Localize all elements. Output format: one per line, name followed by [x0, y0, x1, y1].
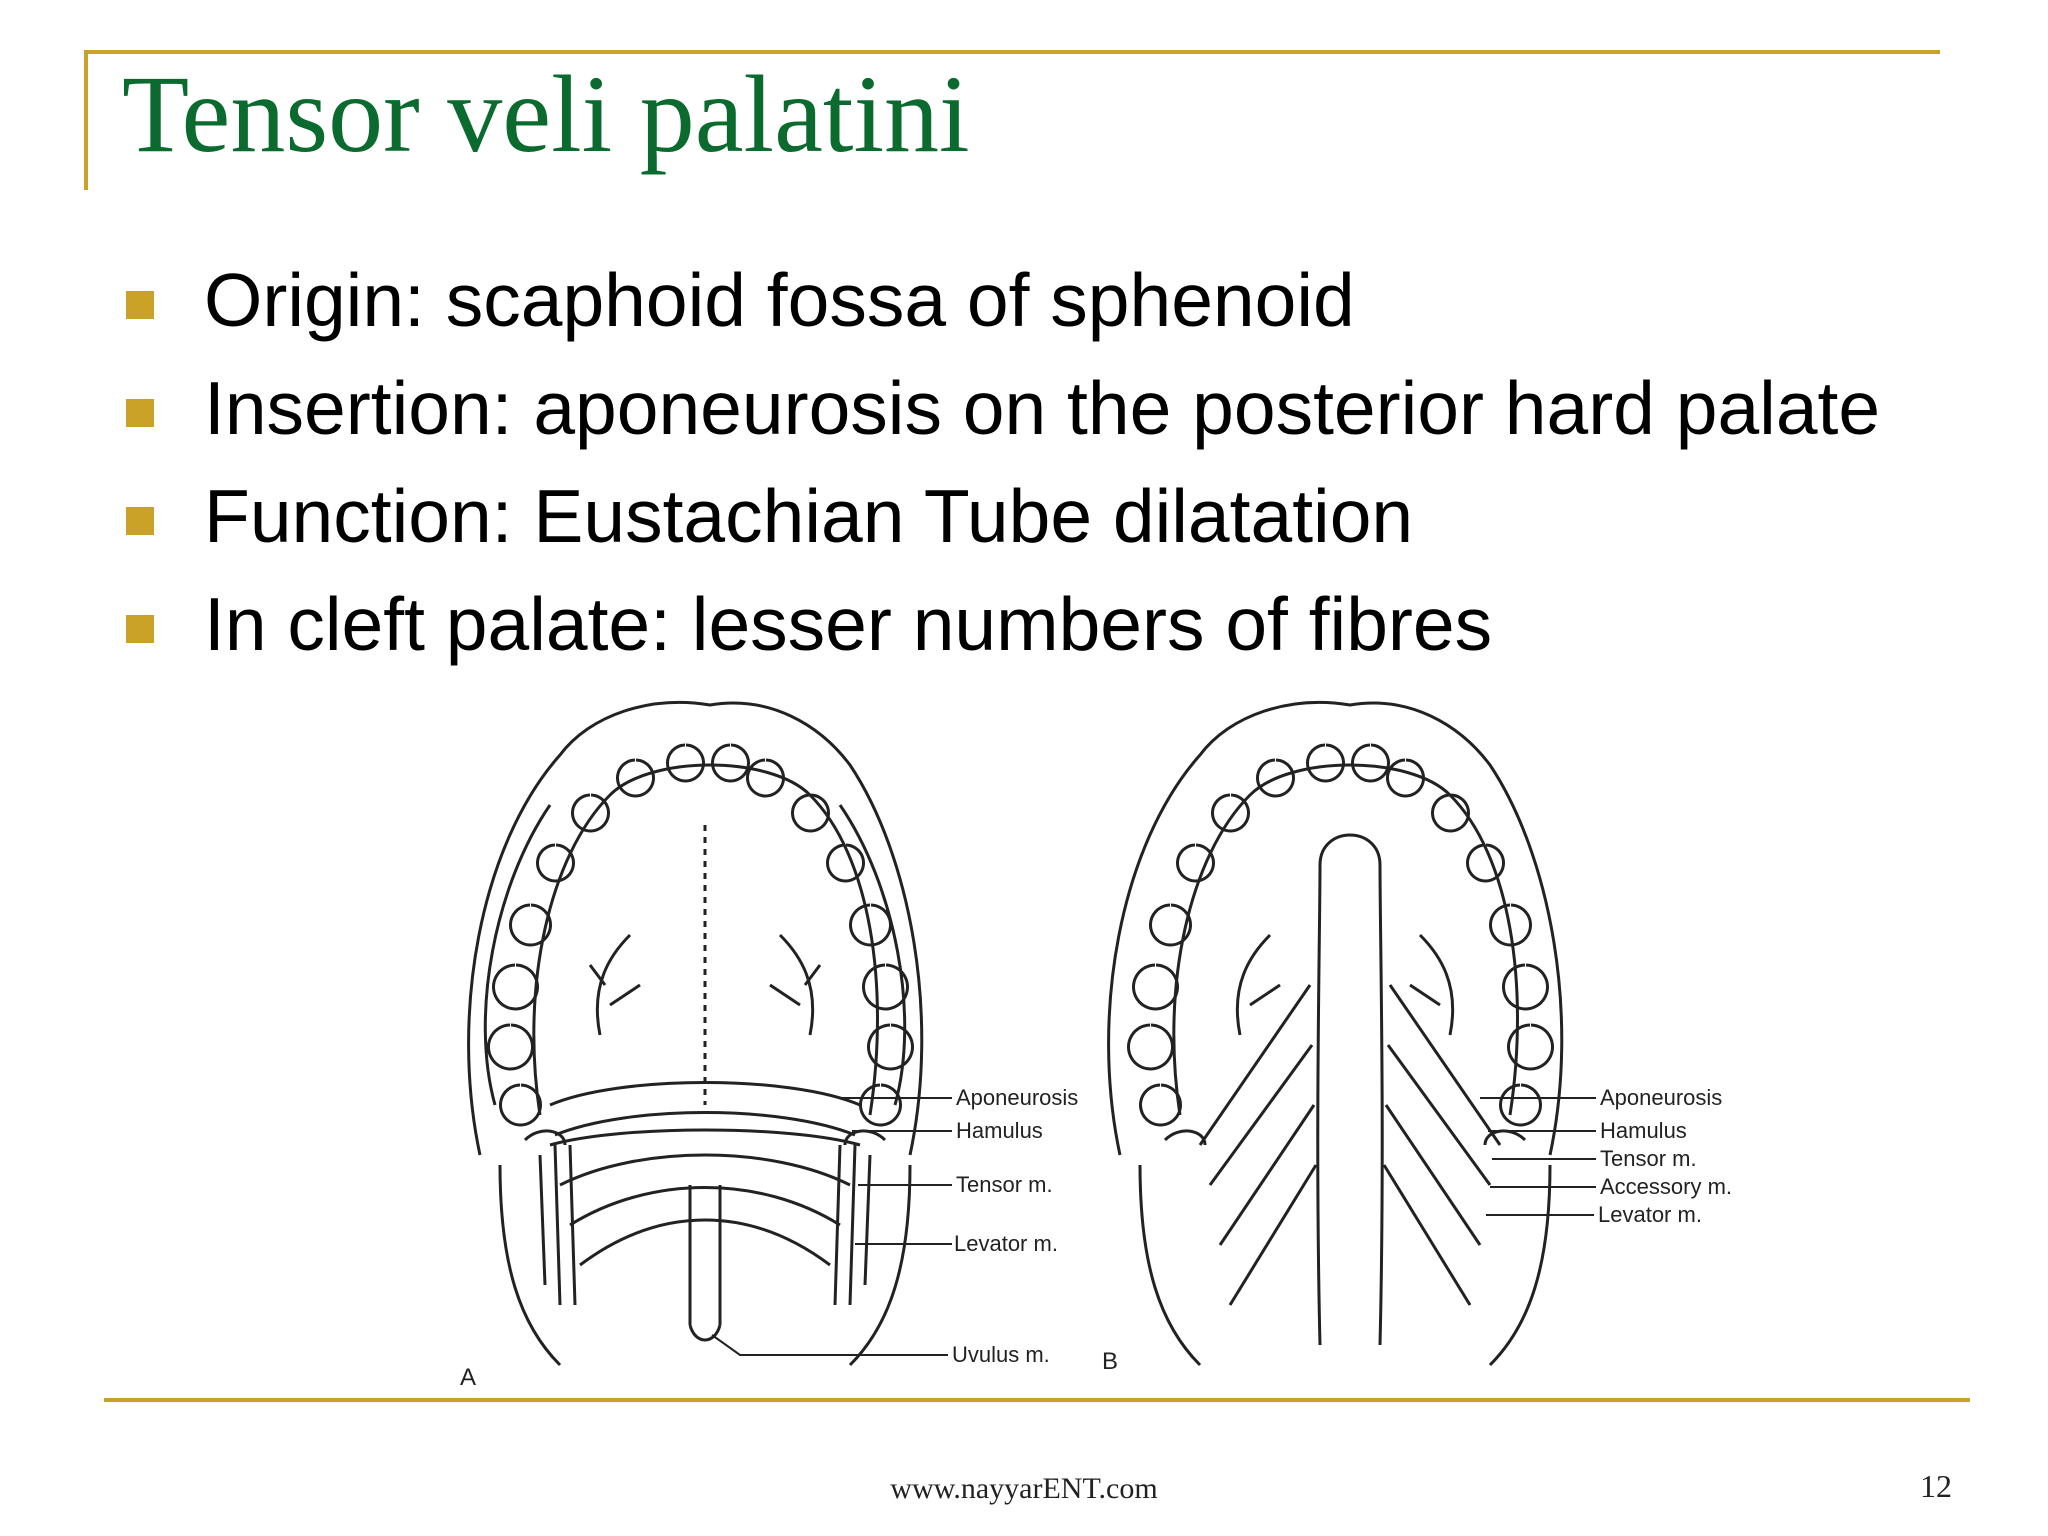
palate-anatomy-figure: Aponeurosis Hamulus Tensor m. Levator m.… — [460, 701, 1732, 1391]
hamulus-hook-right — [1483, 1129, 1527, 1146]
square-bullet-icon — [126, 399, 154, 427]
footer-rule — [104, 1398, 1970, 1402]
callout-labels-b: Aponeurosis Hamulus Tensor m. Accessory … — [1598, 1085, 1732, 1227]
label-tensor-b: Tensor m. — [1600, 1146, 1697, 1171]
label-hamulus-b: Hamulus — [1600, 1118, 1687, 1143]
slide-title: Tensor veli palatini — [122, 53, 970, 175]
bullet-text: Insertion: aponeurosis on the posterior … — [204, 366, 1881, 450]
palate-diagram-b — [1107, 701, 1564, 1367]
dental-arch-outline — [467, 701, 924, 1156]
label-tensor-a: Tensor m. — [956, 1172, 1053, 1197]
arch-teeth-left — [1127, 743, 1345, 1127]
label-levator-b: Levator m. — [1598, 1202, 1702, 1227]
square-bullet-icon — [126, 507, 154, 535]
bullet-item-cleft-palate: In cleft palate: lesser numbers of fibre… — [126, 570, 1880, 678]
soft-palate-muscles — [549, 1128, 861, 1267]
panel-letter-a: A — [460, 1364, 476, 1391]
callout-labels-a: Aponeurosis Hamulus Tensor m. Levator m.… — [952, 1085, 1078, 1367]
square-bullet-icon — [126, 291, 154, 319]
frame-top-rule — [84, 50, 1940, 54]
page-number: 12 — [1920, 1468, 1952, 1504]
vessel-branches-left — [1235, 933, 1281, 1036]
palate-vault-outline — [1172, 763, 1519, 1116]
pharynx-outline — [1138, 1164, 1552, 1367]
label-levator-a: Levator m. — [954, 1231, 1058, 1256]
bullet-item-insertion: Insertion: aponeurosis on the posterior … — [126, 354, 1880, 462]
footer-url: www.nayyarENT.com — [890, 1472, 1158, 1505]
label-hamulus-a: Hamulus — [956, 1118, 1043, 1143]
hamulus-hook-left — [1163, 1129, 1207, 1146]
tensor-muscle-right — [833, 1144, 872, 1306]
label-aponeurosis-a: Aponeurosis — [956, 1085, 1078, 1110]
bullet-list: Origin: scaphoid fossa of sphenoid Inser… — [126, 246, 1880, 678]
vessel-branches-left — [588, 933, 641, 1036]
bullet-text: In cleft palate: lesser numbers of fibre… — [204, 582, 1493, 666]
bullet-text: Function: Eustachian Tube dilatation — [204, 474, 1414, 558]
uvulus-muscle — [688, 1185, 722, 1342]
palate-diagram-a — [467, 701, 924, 1367]
cleft-muscles-left — [1198, 984, 1318, 1306]
label-aponeurosis-b: Aponeurosis — [1600, 1085, 1722, 1110]
label-accessory-b: Accessory m. — [1600, 1174, 1732, 1199]
arch-teeth-left — [483, 743, 705, 1127]
hamulus-hook-left — [523, 1129, 567, 1146]
tensor-muscle-left — [538, 1144, 577, 1306]
bullet-item-origin: Origin: scaphoid fossa of sphenoid — [126, 246, 1880, 354]
bullet-text: Origin: scaphoid fossa of sphenoid — [204, 258, 1355, 342]
label-uvulus-a: Uvulus m. — [952, 1342, 1050, 1367]
arch-teeth-right — [711, 743, 914, 1127]
square-bullet-icon — [126, 615, 154, 643]
palate-vault-outline — [532, 763, 879, 1116]
leader-lines-a — [711, 1097, 952, 1356]
vessel-branches-right — [1409, 933, 1455, 1036]
leader-lines-b — [1480, 1097, 1596, 1216]
bullet-item-function: Function: Eustachian Tube dilatation — [126, 462, 1880, 570]
dental-arch-outline — [1107, 701, 1564, 1156]
cleft-gap — [1316, 833, 1384, 1346]
vessel-branches-right — [769, 933, 822, 1036]
panel-letter-b: B — [1102, 1348, 1118, 1375]
cleft-muscles-right — [1382, 984, 1502, 1306]
pharynx-outline — [498, 1164, 912, 1367]
aponeurosis-band — [549, 1081, 861, 1137]
arch-teeth-right — [1351, 743, 1554, 1127]
frame-left-rule — [84, 50, 88, 190]
